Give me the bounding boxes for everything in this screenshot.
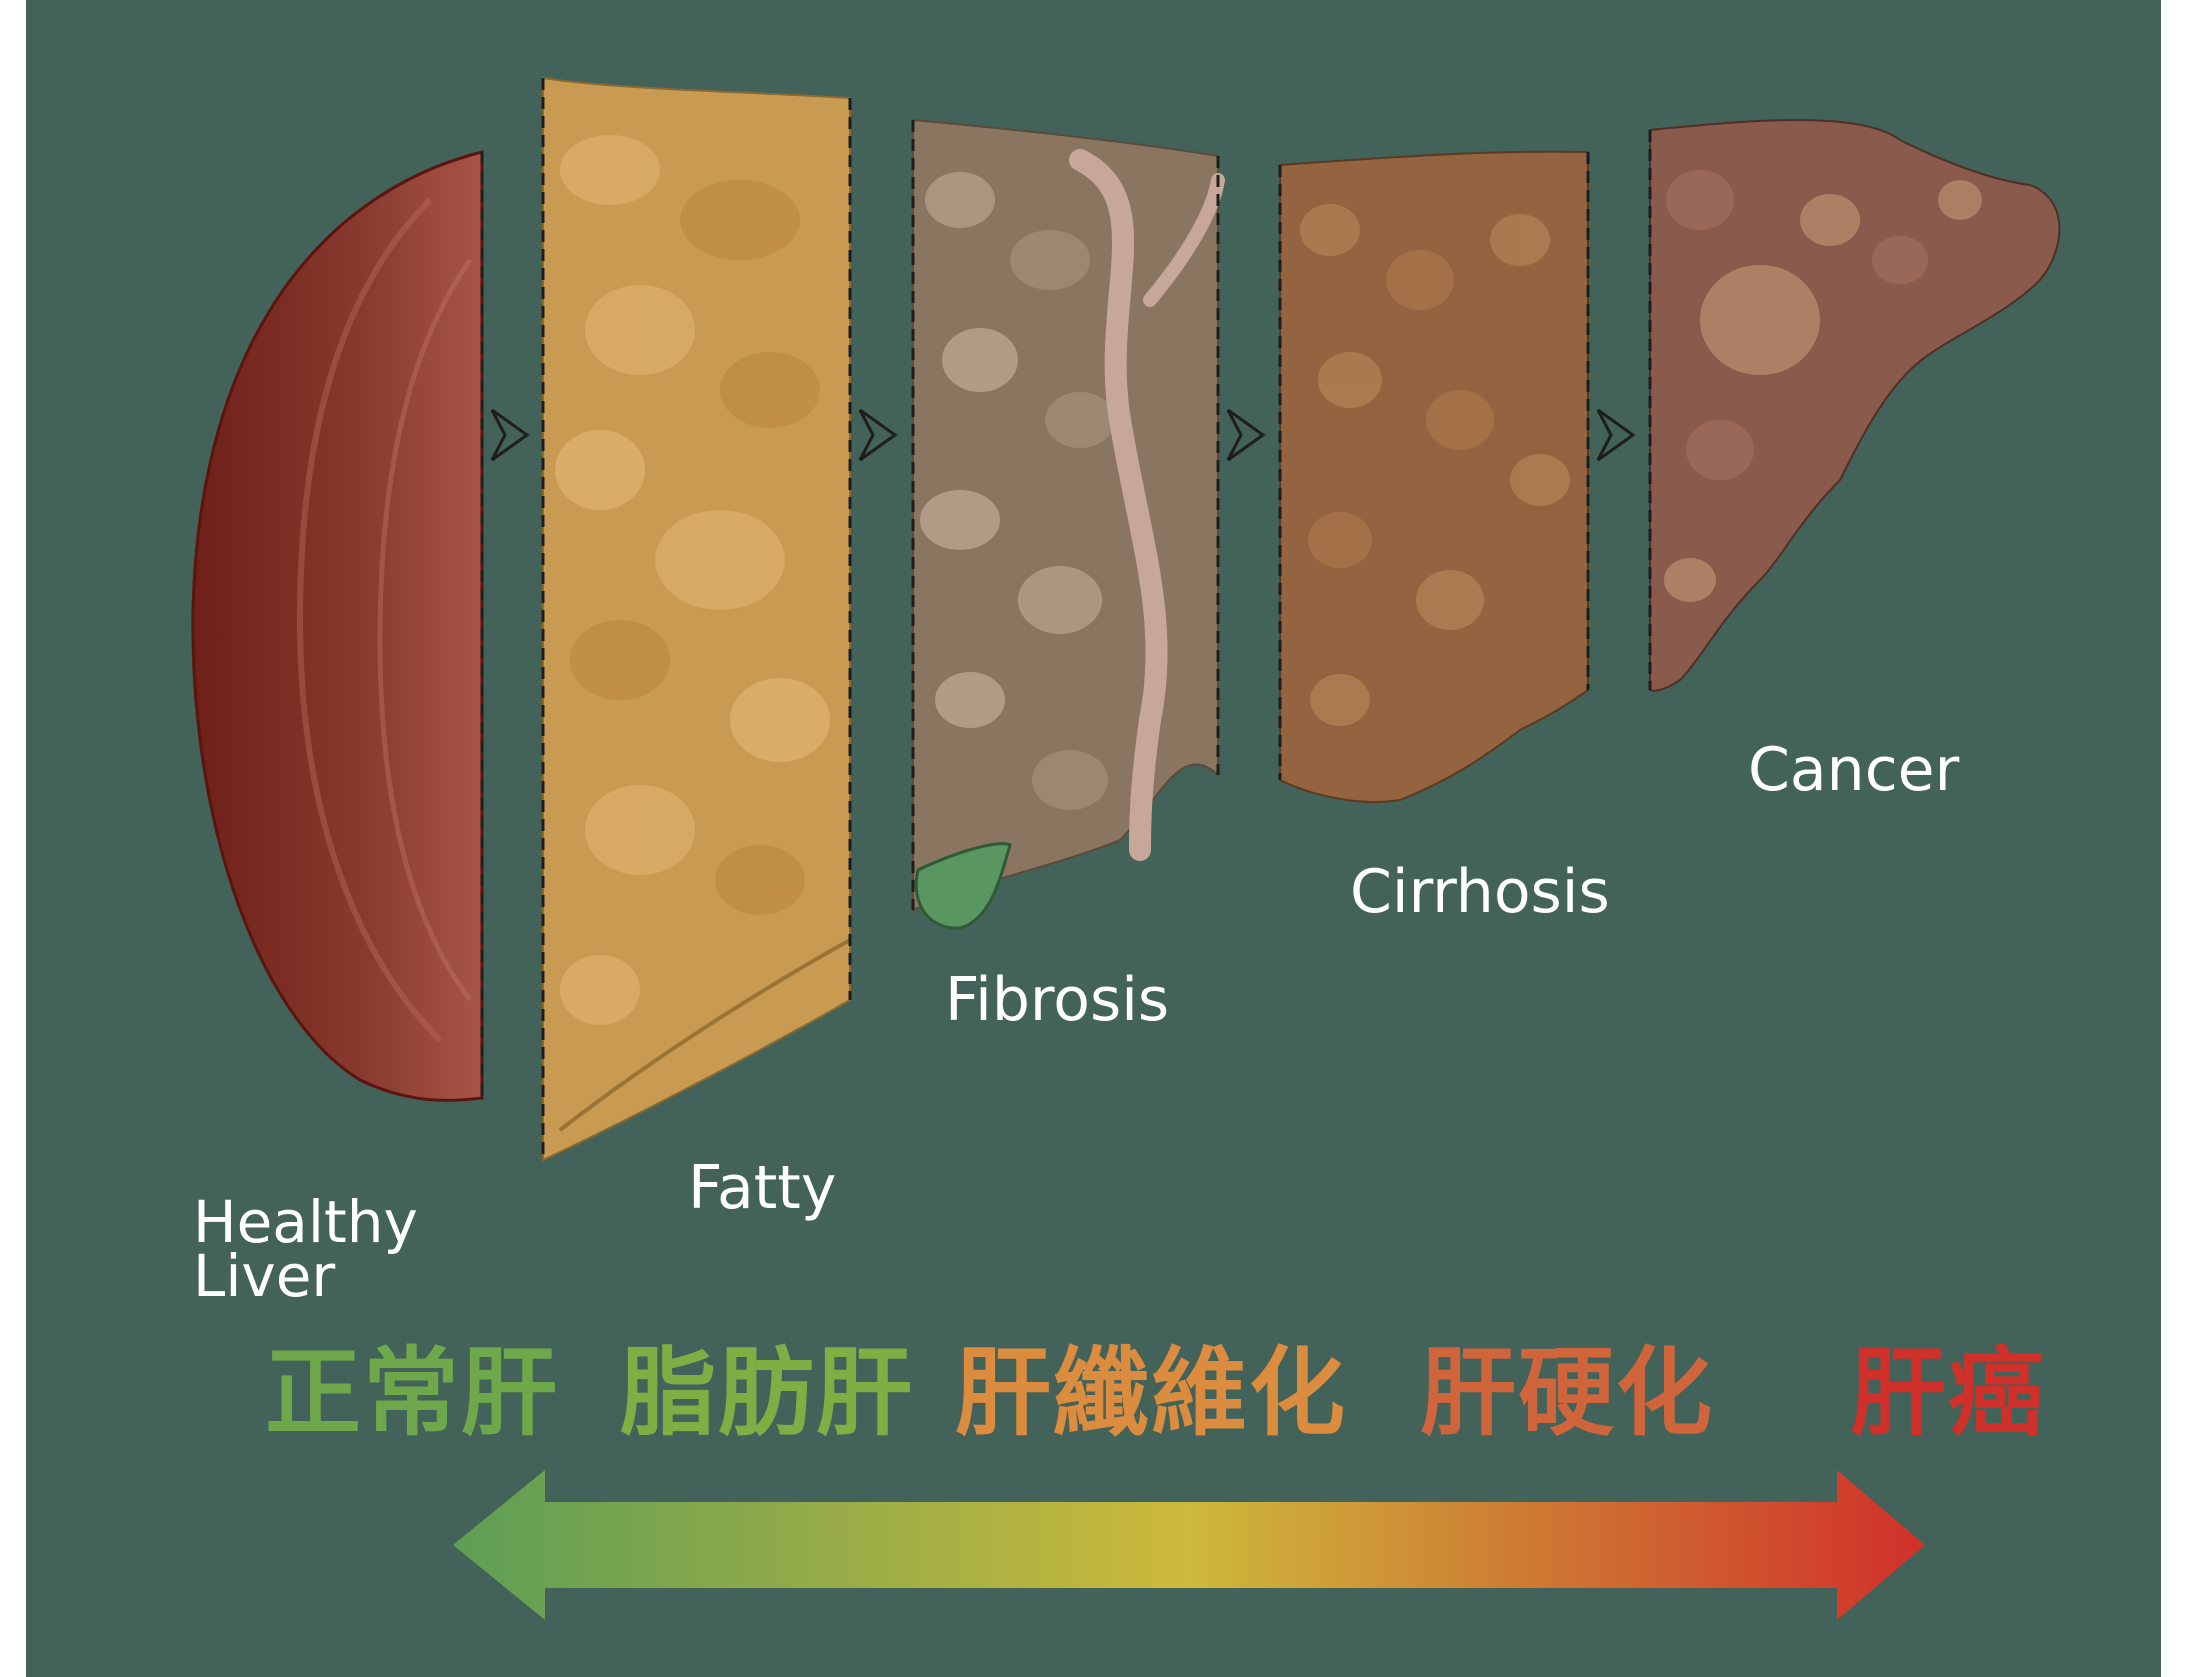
stage-zh-fibrosis: 肝纖維化	[955, 1337, 1347, 1449]
healthy-liver-segment	[191, 150, 484, 1102]
stage-label-cancer: Cancer	[1748, 735, 1960, 805]
cirrhosis-liver-segment	[1278, 150, 1590, 803]
stage-label-healthy: Healthy Liver	[193, 1188, 418, 1310]
stage-arrow-icon	[1596, 408, 1636, 462]
stage-arrow-icon	[490, 408, 530, 462]
stage-label-cirrhosis: Cirrhosis	[1350, 857, 1610, 927]
stage-label-fibrosis: Fibrosis	[945, 965, 1170, 1035]
stage-label-fatty: Fatty	[688, 1153, 837, 1223]
stage-zh-fatty: 脂肪肝	[620, 1337, 914, 1449]
stage-arrow-icon	[1226, 408, 1266, 462]
cancer-liver-segment	[1648, 119, 2061, 692]
stage-zh-cirrhosis: 肝硬化	[1420, 1337, 1714, 1449]
stage-arrow-icon	[858, 408, 898, 462]
fibrosis-liver-segment	[911, 118, 1225, 930]
stage-zh-healthy: 正常肝	[265, 1337, 559, 1449]
fatty-liver-segment	[541, 76, 852, 1162]
double-arrow-icon	[453, 1470, 1925, 1620]
stage-zh-cancer: 肝癌	[1850, 1337, 2046, 1449]
